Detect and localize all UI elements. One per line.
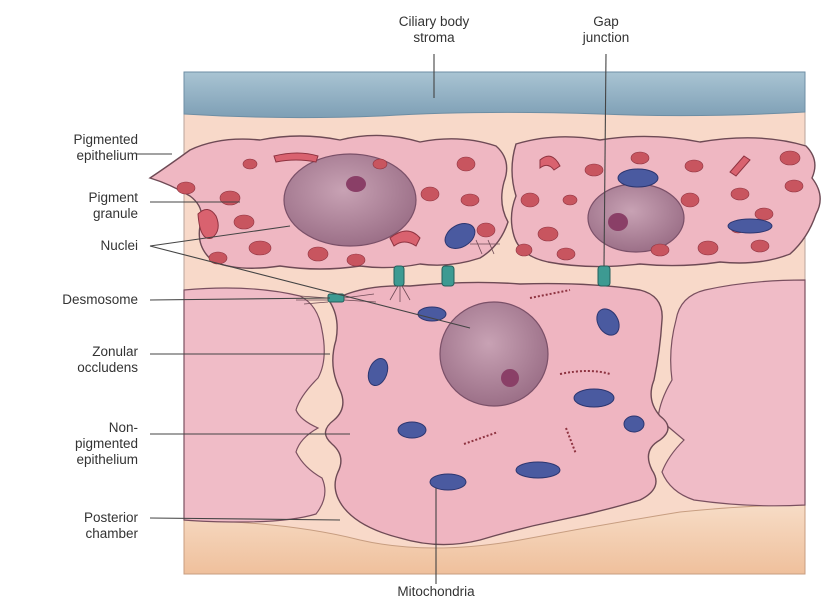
nucleus-center bbox=[440, 302, 548, 406]
label-pigmented-epithelium: Pigmented epithelium bbox=[73, 132, 138, 164]
label-non-pigmented-epithelium: Non- pigmented epithelium bbox=[75, 420, 138, 468]
nucleus-right bbox=[588, 184, 684, 252]
label-posterior-chamber: Posterior chamber bbox=[84, 510, 138, 542]
label-desmosome: Desmosome bbox=[62, 292, 138, 308]
ciliary-body-stroma-band bbox=[184, 72, 805, 118]
nucleus-left bbox=[284, 154, 416, 246]
side-cell-right bbox=[658, 280, 805, 506]
gap-junction bbox=[598, 266, 610, 286]
nucleolus-left bbox=[346, 176, 366, 192]
label-gap-junction: Gap junction bbox=[583, 14, 630, 46]
label-zonular-occludens: Zonular occludens bbox=[77, 344, 138, 376]
label-ciliary-body-stroma: Ciliary body stroma bbox=[399, 14, 470, 46]
label-mitochondria: Mitochondria bbox=[397, 584, 474, 600]
nucleolus-center bbox=[501, 369, 519, 387]
nucleolus-right bbox=[608, 213, 628, 231]
label-nuclei: Nuclei bbox=[100, 238, 138, 254]
label-pigment-granule: Pigment granule bbox=[88, 190, 138, 222]
